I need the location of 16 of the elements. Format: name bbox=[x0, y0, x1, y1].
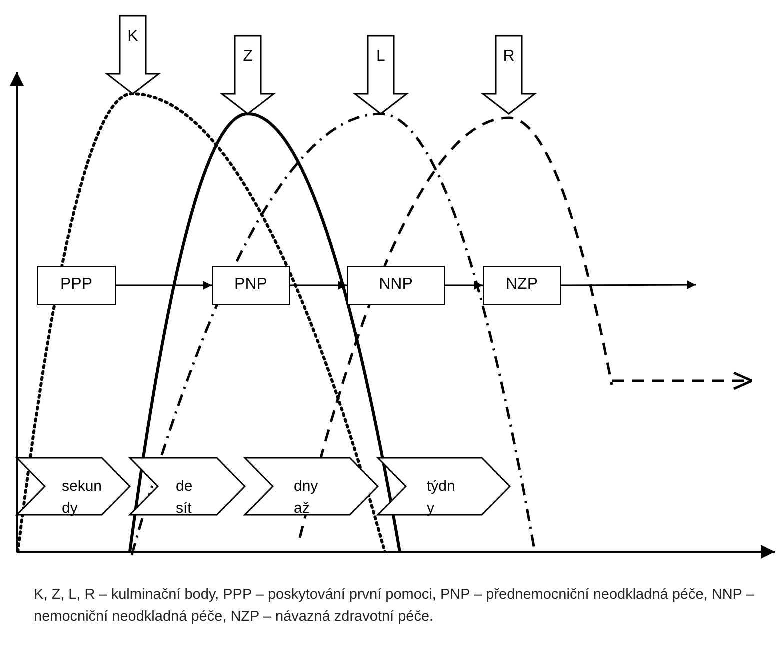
block-arrow: K bbox=[107, 16, 159, 94]
arrow bbox=[290, 281, 347, 290]
block-arrow: Z bbox=[222, 36, 274, 114]
block-arrow: R bbox=[483, 36, 535, 114]
process-box: PNP bbox=[212, 266, 290, 305]
process-box: NNP bbox=[347, 266, 445, 305]
arrow bbox=[116, 281, 212, 290]
time-step-banner: dny až bbox=[245, 458, 378, 515]
arrow bbox=[561, 280, 696, 290]
arrow bbox=[445, 281, 483, 290]
block-arrow: L bbox=[355, 36, 407, 114]
time-step-banner: de sít bbox=[130, 458, 245, 515]
caption: K, Z, L, R – kulminační body, PPP – poskytování první pomoci, PNP – přednemocniční neodkladná péče, NNP – nemocniční neodkladná péče, NZP – návazná zdravotní péče. bbox=[34, 586, 756, 627]
time-step-banner: sekun dy bbox=[17, 458, 130, 515]
process-box: PPP bbox=[37, 266, 116, 305]
process-box: NZP bbox=[483, 266, 561, 305]
